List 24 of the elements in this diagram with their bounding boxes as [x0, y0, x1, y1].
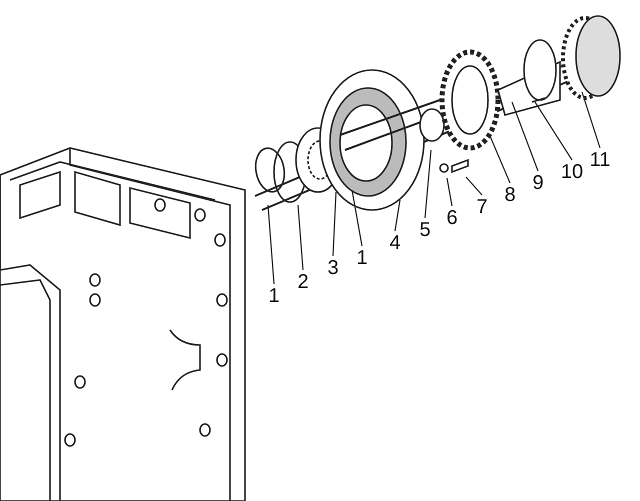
leader-line	[446, 178, 453, 206]
leader-line	[534, 102, 572, 160]
callout-number: 5	[419, 220, 431, 240]
callout-number: 7	[476, 197, 488, 217]
callout-number: 11	[590, 150, 610, 170]
leader-line	[511, 102, 539, 172]
callout-number: 8	[504, 185, 516, 205]
leader-line	[489, 136, 511, 184]
callout-number: 1	[268, 286, 280, 306]
leader-line	[424, 150, 432, 218]
leader-line	[466, 176, 482, 196]
callout-number: 6	[446, 208, 458, 228]
callout-number: 4	[389, 233, 401, 253]
leader-line	[351, 190, 363, 246]
callout-number: 3	[327, 258, 339, 278]
callout-number: 1	[356, 248, 368, 268]
leader-line	[394, 200, 401, 232]
callout-number: 10	[560, 162, 584, 182]
callout-number: 9	[532, 173, 544, 193]
callout-number: 2	[297, 272, 309, 292]
leader-line	[297, 204, 304, 270]
leader-line	[267, 204, 275, 284]
leader-line	[332, 192, 337, 256]
leader-line	[581, 92, 601, 148]
